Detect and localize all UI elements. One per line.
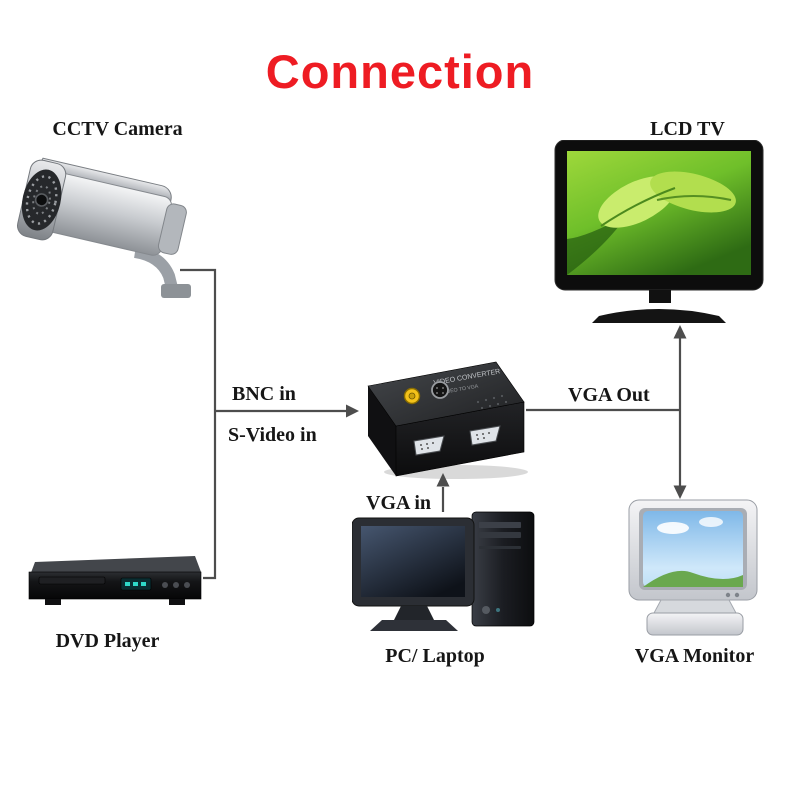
dvd-disc-tray (38, 576, 106, 585)
vga-in-label: VGA in (366, 492, 432, 514)
arrow-into-converter-left (346, 404, 359, 418)
bnc-in-label: BNC in (232, 383, 296, 405)
dvd-player-label: DVD Player (55, 630, 160, 652)
vga-port-icon (469, 425, 501, 446)
cctv-camera-label: CCTV Camera (52, 118, 183, 140)
dvd-player-icon (28, 556, 202, 605)
pc-tower (471, 511, 535, 627)
arrow-into-vga-monitor (673, 485, 687, 499)
vga-monitor-label: VGA Monitor (634, 645, 755, 667)
s-video-in-label: S-Video in (228, 424, 317, 446)
pc-laptop-icon (352, 511, 535, 631)
lcd-tv-icon (554, 140, 764, 323)
line-camera-dvd-trunk (180, 268, 217, 580)
pc-laptop-label: PC/ Laptop (385, 645, 485, 667)
video-converter-icon: VIDEO CONVERTER VIDEO TO VGA (367, 361, 528, 479)
crt-base (646, 612, 744, 636)
lcd-tv-label: LCD TV (650, 118, 725, 140)
arrow-into-tv (673, 325, 687, 339)
pc-monitor (352, 517, 475, 631)
s-video-jack-icon (431, 381, 449, 399)
cctv-camera-icon (17, 157, 191, 298)
cctv-camera-image (15, 150, 215, 315)
tv-leaf (650, 171, 736, 213)
vga-port-icon (413, 435, 445, 456)
lcd-tv-image (553, 140, 765, 325)
crt-screen-hill (643, 570, 743, 587)
page-title: Connection (265, 45, 535, 98)
vga-out-label: VGA Out (568, 384, 650, 406)
camera-lens (34, 193, 49, 207)
camera-bracket (133, 246, 179, 294)
pc-laptop-image (352, 510, 547, 645)
camera-mount-plate (161, 284, 191, 298)
converter-image: VIDEO CONVERTER VIDEO TO VGA (360, 340, 532, 480)
vga-monitor-icon (628, 499, 758, 636)
tv-screen (567, 151, 751, 275)
dvd-player-image (25, 542, 205, 627)
vga-monitor-image (625, 498, 765, 643)
tv-stand (592, 309, 726, 323)
